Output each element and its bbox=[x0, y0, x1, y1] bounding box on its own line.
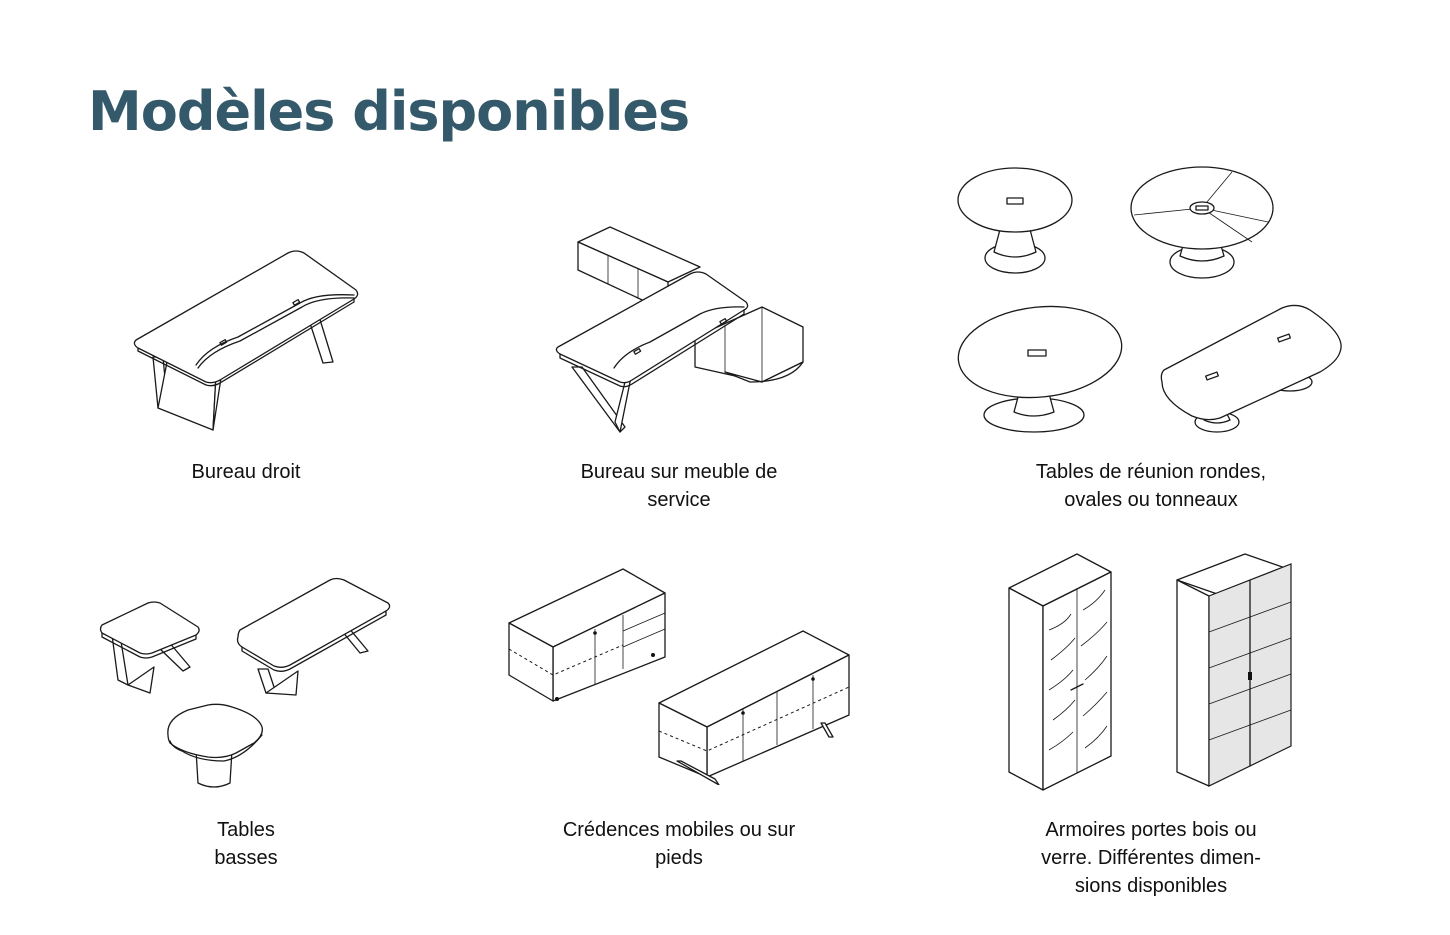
credenzas-drawing bbox=[505, 565, 855, 785]
caption-armoires: Armoires portes bois ou verre. Différent… bbox=[1041, 819, 1261, 897]
caption-bureau-droit: Bureau droit bbox=[191, 461, 301, 483]
caption-tables-reunion: Tables de réunion rondes, ovales ou tonn… bbox=[1035, 461, 1267, 511]
caption-credences: Crédences mobiles ou sur pieds bbox=[562, 819, 796, 869]
meeting-tables-drawing bbox=[952, 160, 1352, 440]
desk-with-return-cabinet-drawing bbox=[550, 222, 812, 437]
caption-tables-basses: Tables basses bbox=[214, 819, 278, 869]
coffee-tables-drawing bbox=[98, 575, 396, 795]
cabinets-drawing bbox=[1005, 550, 1305, 792]
page-title: Modèles disponibles bbox=[88, 80, 690, 143]
straight-desk-drawing bbox=[128, 245, 368, 440]
caption-bureau-meuble-service: Bureau sur meuble de service bbox=[580, 461, 778, 511]
